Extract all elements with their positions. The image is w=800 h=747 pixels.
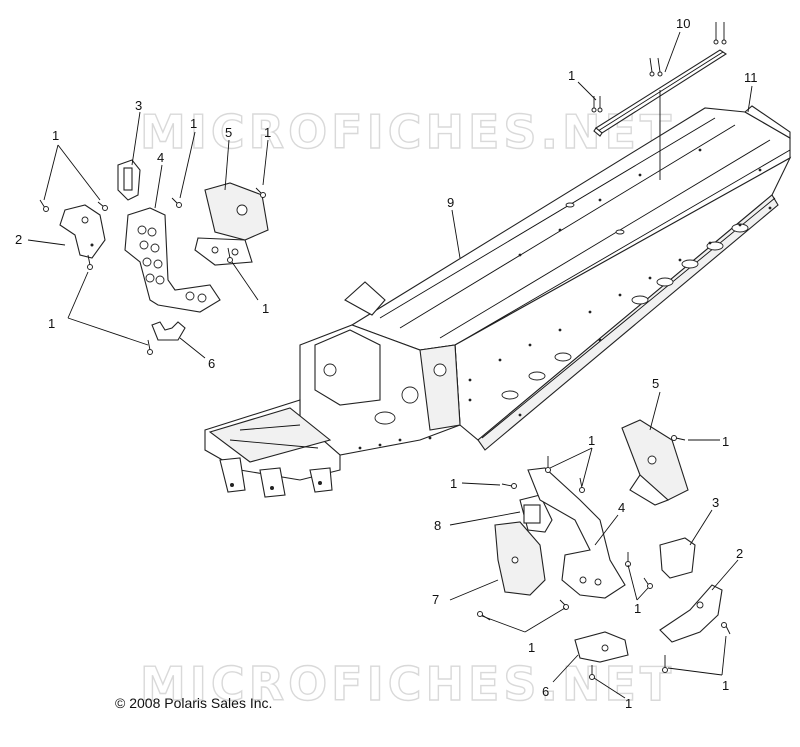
callout-10: 10 bbox=[676, 16, 690, 31]
callout-1-lower-bottom-right: 1 bbox=[722, 678, 729, 693]
callout-7: 7 bbox=[432, 592, 439, 607]
callout-1-lower-center: 1 bbox=[588, 433, 595, 448]
leader-lines bbox=[27, 31, 753, 699]
callout-9: 9 bbox=[447, 195, 454, 210]
callout-6-lower: 6 bbox=[542, 684, 549, 699]
callout-1-upper-lower-left: 1 bbox=[48, 316, 55, 331]
callout-8: 8 bbox=[434, 518, 441, 533]
chassis-tunnel bbox=[204, 105, 792, 498]
callout-1-upper-right: 1 bbox=[264, 125, 271, 140]
callout-6-upper: 6 bbox=[208, 356, 215, 371]
callout-5-upper: 5 bbox=[225, 125, 232, 140]
callout-11: 11 bbox=[744, 70, 758, 85]
callout-1-upper-mid: 1 bbox=[190, 116, 197, 131]
callout-4-upper: 4 bbox=[157, 150, 164, 165]
copyright-text: © 2008 Polaris Sales Inc. bbox=[115, 695, 272, 711]
callout-4-lower: 4 bbox=[618, 500, 625, 515]
callout-1-lower-mid: 1 bbox=[528, 640, 535, 655]
callout-2-lower: 2 bbox=[736, 546, 743, 561]
callout-5-lower: 5 bbox=[652, 376, 659, 391]
upper-left-brackets bbox=[39, 159, 269, 355]
callout-1-upper-left: 1 bbox=[52, 128, 59, 143]
callout-1-upper-lower-right: 1 bbox=[262, 301, 269, 316]
callout-3-upper: 3 bbox=[135, 98, 142, 113]
lower-right-brackets bbox=[477, 419, 731, 680]
watermark-bottom: MICROFICHES.NET bbox=[140, 657, 675, 711]
callout-1-lower-right-top: 1 bbox=[722, 434, 729, 449]
callout-3-lower: 3 bbox=[712, 495, 719, 510]
callout-1-lower-bottom: 1 bbox=[625, 696, 632, 711]
callout-1-top: 1 bbox=[568, 68, 575, 83]
callout-1-lower-mid-right: 1 bbox=[634, 601, 641, 616]
callout-1-lower-left: 1 bbox=[450, 476, 457, 491]
rear-strip-part-10 bbox=[591, 22, 728, 180]
callout-numbers: 10 11 1 3 1 1 5 1 4 9 2 1 1 6 5 1 1 1 8 … bbox=[15, 16, 758, 711]
callout-2-upper: 2 bbox=[15, 232, 22, 247]
